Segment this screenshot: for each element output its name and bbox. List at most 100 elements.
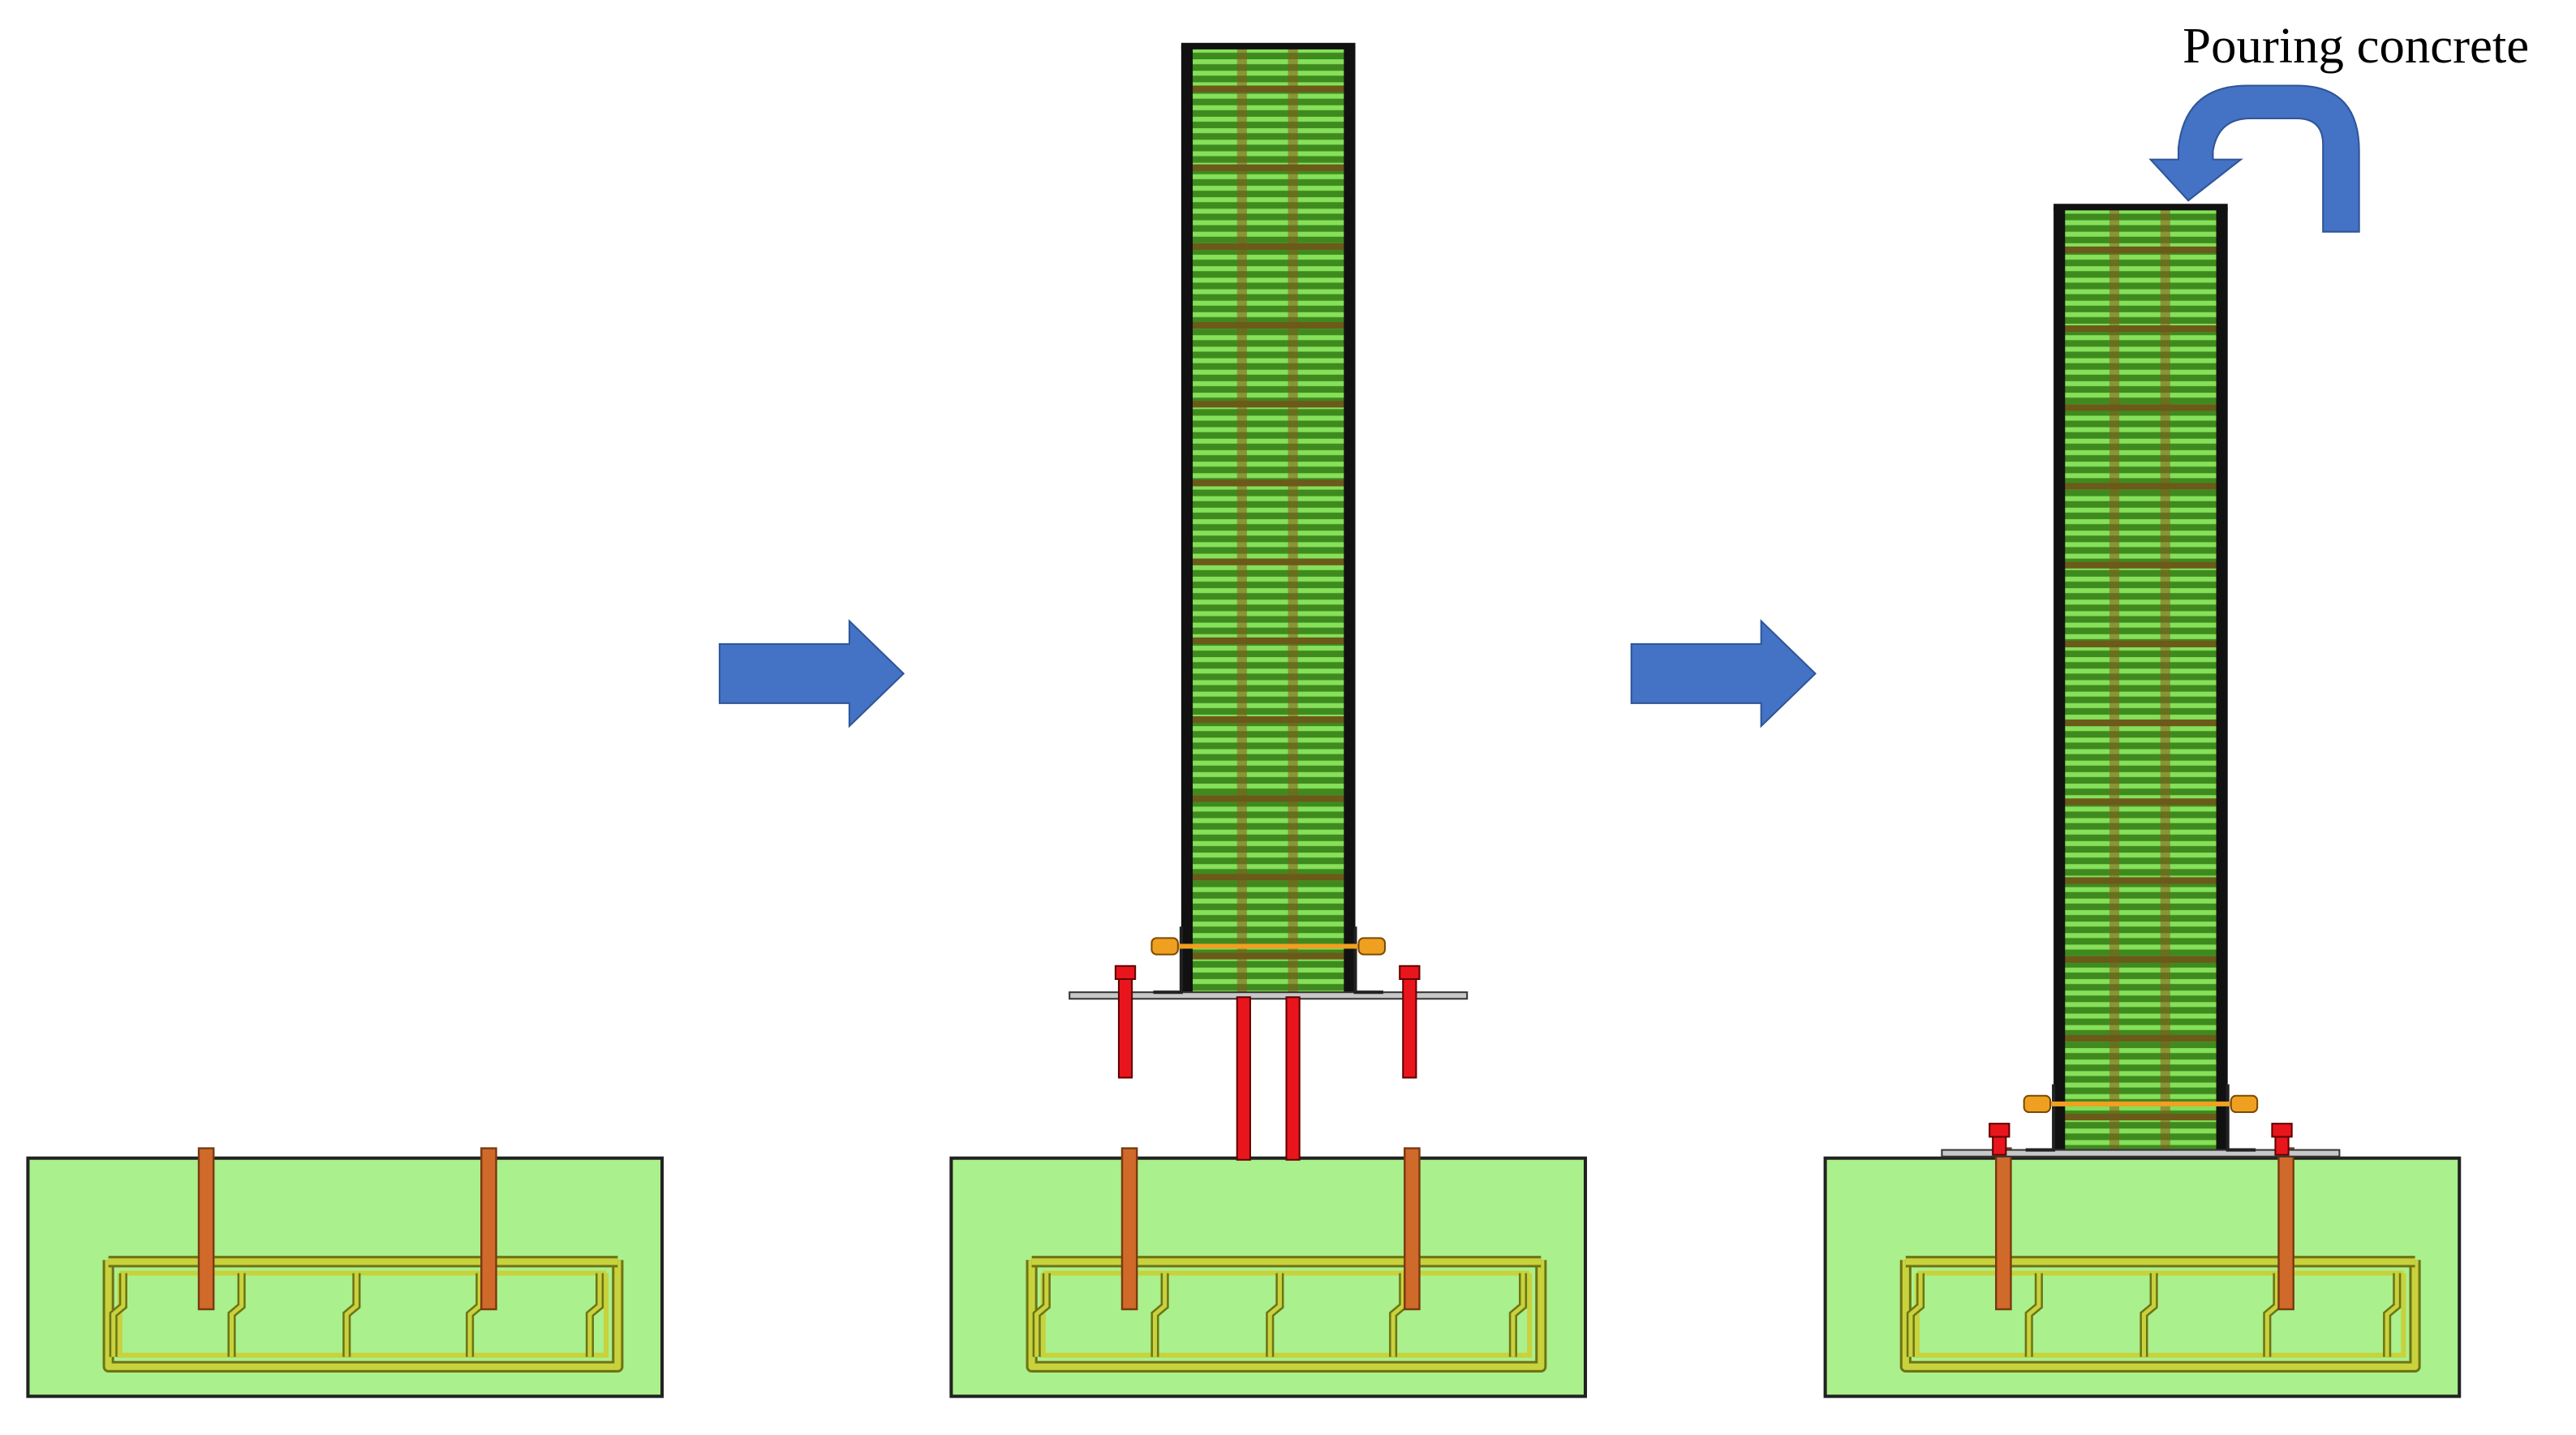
cage-stirrup [467,1273,482,1357]
angle-bracket-right [1353,926,1383,995]
rebar-cage [1026,1256,1547,1373]
foundations-layer [26,1147,2462,1398]
cage-stirrup [2141,1273,2157,1357]
column-tie-band [1187,795,1349,802]
column-starter-bar [1236,996,1251,1161]
rebar-cage [1899,1256,2421,1373]
column-tie-band [1187,322,1349,329]
column-tie-band [1187,558,1349,565]
column-tie-band [1187,479,1349,487]
column-tie-band [1187,874,1349,881]
foundation-stage-1 [26,1147,664,1398]
rebar-cage [102,1256,624,1373]
column-tie-band [2060,483,2221,490]
column-tie-band [2060,1114,2221,1121]
column-tie-band [1187,401,1349,408]
column-stage-3 [1941,204,2341,1158]
column-tie-band [2060,640,2221,647]
column-tie-band [1187,952,1349,960]
cage-outer-fill [1902,1260,2419,1370]
cage-inner [117,1273,609,1358]
hex-nut [2023,1094,2052,1114]
cage-stirrup [587,1273,602,1357]
base-plate [1069,926,1469,1000]
base-plate [1941,1084,2341,1158]
columns-layer [1069,42,2341,1161]
column-tie-band [2060,404,2221,411]
base-plate-bar [1941,1149,2341,1158]
foundation-stage-3 [1823,1147,2462,1398]
cage-stirrup [1267,1273,1282,1357]
column-tie-band [2060,877,2221,884]
column-core [1187,45,1349,998]
process-arrow-1 [718,619,905,728]
column-tie-band [1187,164,1349,171]
hex-nut [1357,937,1386,956]
column-tie-band [1187,85,1349,92]
cage-stirrup [1034,1273,1049,1357]
cage-stirrup [1908,1273,1923,1357]
column-tie-band [1187,637,1349,644]
column-tie-band [2060,561,2221,569]
angle-bracket-left [1153,926,1183,995]
anchor-bar [197,1147,215,1311]
cage-stirrup [344,1273,359,1357]
anchor-bar [1995,1147,2012,1311]
cage-stirrup [111,1273,126,1357]
steel-jacket-right [1344,45,1356,998]
bolt-nut [1989,1123,2010,1138]
cage-outer-fill [105,1260,621,1370]
anchor-bar [1120,1147,1138,1311]
column-longitudinal-bar [1288,45,1298,998]
anchor-bar [2277,1147,2294,1311]
anchor-bar [1404,1147,1421,1311]
steel-jacket-top [2053,204,2228,211]
cage-stirrup [1152,1273,1168,1357]
steel-jacket-left [1180,45,1193,998]
pouring-arrow [2148,84,2360,233]
column-stage-2 [1069,42,1469,1161]
anchor-bolt [1117,971,1133,1079]
foundation-stage-2 [949,1147,1588,1398]
bolt-nut [2271,1123,2293,1138]
cage-stirrup [2385,1273,2399,1357]
cage-stirrup [2264,1273,2280,1357]
column-tie-band [2060,798,2221,806]
column-tie-band [2060,956,2221,963]
process-arrow-2 [1630,619,1817,728]
steel-jacket-left [2053,207,2066,1155]
steel-jacket-right [2216,207,2228,1155]
angle-bracket-right [2226,1084,2256,1152]
column-tie-band [2060,720,2221,727]
column-tie-band [1187,243,1349,250]
cage-inner [1914,1273,2406,1358]
cage-stirrup [1511,1273,1525,1357]
cage-stirrup [229,1273,244,1357]
steel-jacket-top [1180,42,1356,49]
cage-stirrup [2027,1273,2041,1357]
cage-outer-fill [1028,1260,1545,1370]
bolt-nut [1399,965,1421,981]
arrows-layer [718,84,2360,728]
angle-bracket-left [2025,1084,2056,1152]
column-core [2060,207,2221,1155]
hex-nut [1150,937,1179,956]
anchor-bar [480,1147,497,1311]
pouring-concrete-label: Pouring concrete [2183,17,2529,74]
anchor-bolt [1402,971,1417,1079]
cage-inner [1040,1273,1533,1358]
column-longitudinal-bar [2160,207,2170,1155]
base-plate-bar [1069,991,1469,1000]
column-tie-band [2060,246,2221,253]
bolt-nut [1114,965,1137,981]
column-longitudinal-bar [1236,45,1247,998]
cage-stirrup [1391,1273,1405,1357]
hex-nut [2230,1094,2259,1114]
column-tie-band [1187,716,1349,724]
column-starter-bar [1285,996,1301,1161]
column-tie-band [2060,325,2221,333]
column-tie-band [2060,1034,2221,1042]
column-longitudinal-bar [2109,207,2120,1155]
